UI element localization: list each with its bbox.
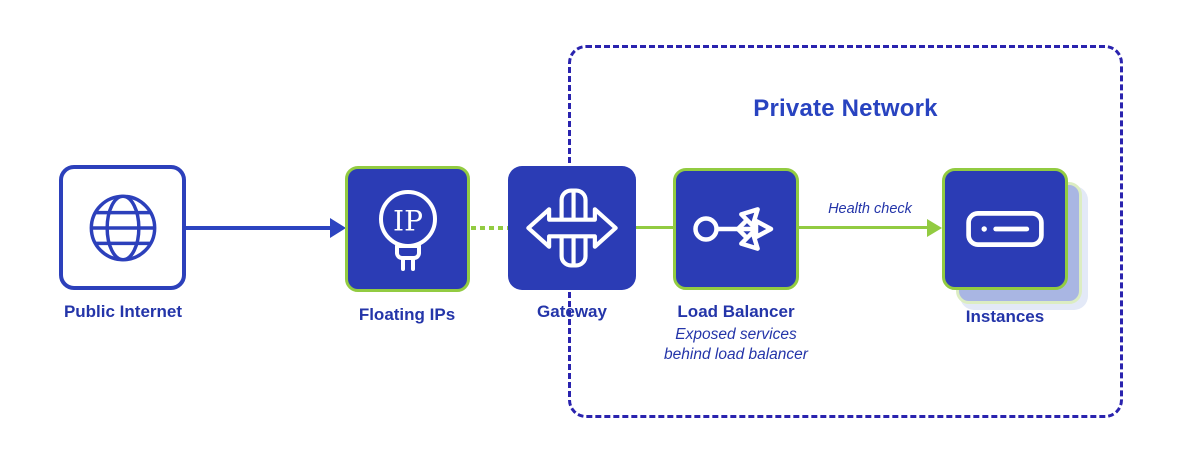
connector-gateway-to-load-balancer — [636, 226, 673, 229]
label-instances: Instances — [965, 307, 1045, 326]
node-instances — [942, 168, 1068, 290]
arrowhead-blue-icon — [330, 218, 346, 238]
label-load-balancer: Load Balancer — [677, 302, 795, 321]
private-network-title: Private Network — [753, 95, 938, 122]
node-public-internet — [59, 165, 186, 290]
gateway-double-arrow-icon — [526, 188, 618, 268]
node-floating-ips: IP — [345, 166, 470, 292]
connector-internet-to-floating-ips — [186, 226, 332, 230]
health-check-label: Health check — [828, 201, 912, 217]
globe-icon — [89, 194, 156, 261]
connector-floating-ips-to-gateway-dotted — [471, 226, 508, 230]
load-balancer-fanout-icon — [693, 207, 774, 251]
arrowhead-green-icon — [927, 219, 942, 237]
label-gateway: Gateway — [537, 302, 607, 321]
load-balancer-sublabel: Exposed services behind load balancer — [664, 326, 808, 364]
label-floating-ips: Floating IPs — [358, 305, 456, 324]
ip-balloon-icon: IP — [378, 190, 437, 271]
connector-load-balancer-to-instances — [799, 226, 929, 229]
node-gateway — [508, 166, 636, 290]
node-load-balancer — [673, 168, 799, 290]
server-icon — [966, 211, 1044, 247]
svg-text:IP: IP — [393, 205, 423, 238]
label-public-internet: Public Internet — [63, 302, 183, 321]
